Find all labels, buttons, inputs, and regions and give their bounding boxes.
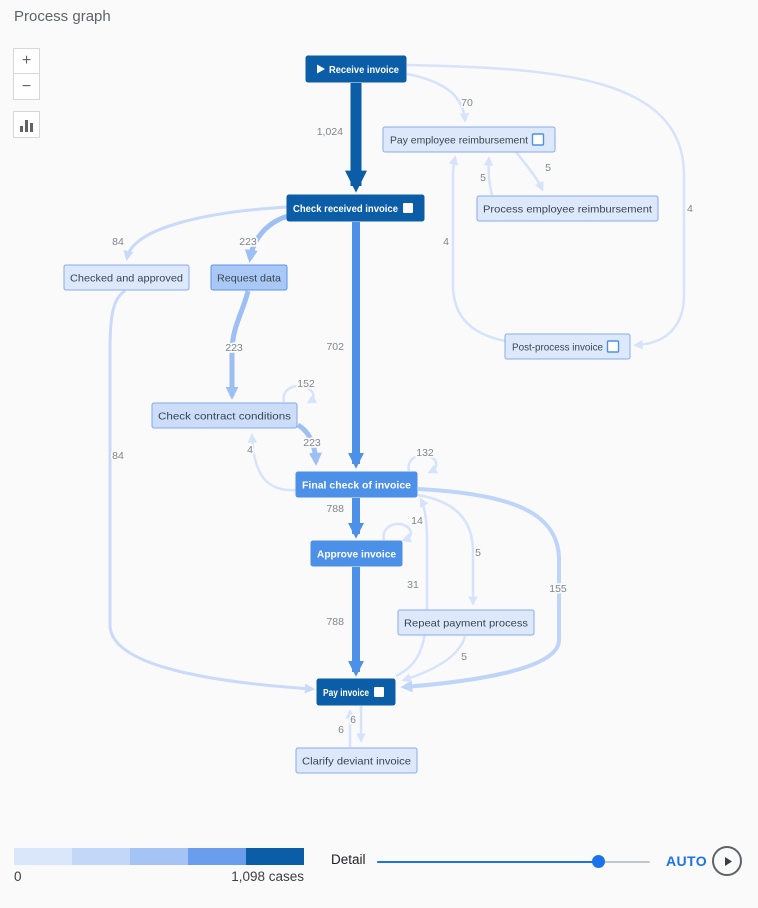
edge-label-check-received-invoice-to-checked-and-approved: 84 [112,236,124,248]
edge-label-final-check-of-invoice-to-final-check-of-invoice: 132 [416,447,434,459]
edge-label-post-process-invoice-to-pay-employee-reimbursement: 4 [443,236,449,248]
edge-label-receive-invoice-to-post-process-invoice: 4 [687,203,693,215]
detail-slider-fill [377,860,599,863]
edge-receive-invoice-to-pay-employee-reimbursement[interactable] [406,72,470,123]
edge-pay-invoice-to-final-check-of-invoice[interactable] [395,497,429,678]
detail-slider-handle[interactable] [591,855,605,868]
node-label: Pay invoice [323,687,369,699]
edge-check-received-invoice-to-request-data[interactable] [244,213,289,263]
checked-and-approved[interactable]: Checked and approved [63,264,190,291]
node-label: Pay employee reimbursement [390,134,528,146]
edge-label-process-employee-reimbursement-to-pay-employee-reimbursement: 5 [480,172,486,184]
process-canvas: 1,024 702 788 788 70 4 5 5 4 84 223 223 152 223 4 132 14… [63,55,695,774]
legend-swatch-4 [188,848,246,865]
receive-invoice[interactable]: Receive invoice [305,55,407,83]
play-animation-button[interactable] [712,846,742,876]
zoom-controls: + − [13,48,40,100]
edge-final-check-of-invoice-to-final-check-of-invoice[interactable] [407,453,439,474]
play-start-icon [317,64,325,74]
frequency-legend-labels: 0 1,098 cases [14,869,304,884]
legend-min-label: 0 [14,869,22,884]
legend-swatch-3 [130,848,188,865]
legend-swatch-1 [14,848,72,865]
node-label: Post-process invoice [512,341,603,353]
play-icon [724,856,732,866]
zoom-in-button[interactable]: + [13,48,40,74]
check-received-invoice[interactable]: Check received invoice [286,194,425,222]
pay-employee-reimbursement[interactable]: Pay employee reimbursement [382,126,556,153]
checkbox-checked-icon[interactable] [374,687,384,697]
node-label: Request data [217,272,281,284]
node-label: Check received invoice [293,203,398,215]
node-label: Repeat payment process [404,617,528,629]
checkbox-checked-icon[interactable] [403,203,413,213]
node-label: Checked and approved [70,272,183,284]
legend-max-label: 1,098 cases [231,869,304,884]
process-employee-reimbursement[interactable]: Process employee reimbursement [476,195,659,222]
edge-final-check-of-invoice-to-check-contract-conditions[interactable] [247,433,298,492]
node-label: Process employee reimbursement [483,203,652,215]
edge-pay-employee-reimbursement-to-process-employee-reimbursement[interactable] [515,151,544,192]
node-label: Final check of invoice [302,479,411,491]
edge-request-data-to-check-contract-conditions[interactable] [225,290,251,400]
edge-approve-invoice-to-approve-invoice[interactable] [382,522,412,543]
edge-label-check-contract-conditions-to-final-check-of-invoice: 223 [303,437,321,449]
pay-invoice[interactable]: Pay invoice [316,678,396,706]
post-process-invoice[interactable]: Post-process invoice [504,333,631,360]
clarify-deviant-invoice[interactable]: Clarify deviant invoice [295,747,418,774]
edge-label-pay-employee-reimbursement-to-process-employee-reimbursement: 5 [545,162,551,174]
page-title: Process graph [14,8,111,25]
edge-label-repeat-payment-process-to-pay-invoice: 5 [461,651,467,663]
edge-check-contract-conditions-to-final-check-of-invoice[interactable] [296,422,322,466]
node-label: Check contract conditions [158,410,291,422]
auto-label: AUTO [666,853,708,869]
legend-swatch-5 [246,848,304,865]
minus-icon: − [21,77,32,95]
edge-label-check-received-invoice-to-final-check-of-invoice: 702 [326,341,344,353]
edge-final-check-of-invoice-to-repeat-payment-process[interactable] [417,493,478,606]
chart-overlay-button[interactable] [13,111,40,138]
repeat-payment-process[interactable]: Repeat payment process [397,609,535,636]
detail-slider-label: Detail [331,852,366,867]
legend-swatch-2 [72,848,130,865]
edge-label-final-check-of-invoice-to-repeat-payment-process: 5 [475,547,481,559]
detail-slider[interactable] [377,855,650,868]
edge-label-pay-invoice-to-final-check-of-invoice: 31 [407,579,419,591]
final-check-of-invoice[interactable]: Final check of invoice [295,471,418,498]
edge-label-clarify-deviant-invoice-to-pay-invoice: 6 [338,724,344,736]
checkbox-unchecked-icon[interactable] [531,133,545,146]
edge-label-approve-invoice-to-pay-invoice: 788 [326,616,344,628]
node-label: Receive invoice [329,64,399,76]
edge-label-approve-invoice-to-approve-invoice: 14 [411,515,423,527]
node-label: Clarify deviant invoice [302,755,411,767]
edge-final-check-of-invoice-to-pay-invoice[interactable] [400,487,561,693]
edge-checked-and-approved-to-pay-invoice[interactable] [108,289,316,694]
edge-label-check-received-invoice-to-request-data: 223 [239,236,257,248]
node-label: Approve invoice [317,548,396,560]
request-data[interactable]: Request data [210,264,288,291]
zoom-out-button[interactable]: − [13,74,40,100]
checkbox-unchecked-icon[interactable] [606,340,620,353]
bar-chart-icon [20,120,33,132]
edge-process-employee-reimbursement-to-pay-employee-reimbursement[interactable] [483,156,494,196]
edge-label-checked-and-approved-to-pay-invoice: 84 [112,450,124,462]
edge-check-received-invoice-to-checked-and-approved[interactable] [123,205,288,261]
frequency-legend-bar [14,848,304,865]
edge-label-receive-invoice-to-pay-employee-reimbursement: 70 [461,97,473,109]
edge-post-process-invoice-to-pay-employee-reimbursement[interactable] [448,155,507,343]
plus-icon: + [21,52,32,69]
check-contract-conditions[interactable]: Check contract conditions [151,402,298,429]
edge-label-request-data-to-check-contract-conditions: 223 [225,342,243,354]
edge-check-contract-conditions-to-check-contract-conditions[interactable] [282,384,318,404]
edge-receive-invoice-to-post-process-invoice[interactable] [406,63,686,350]
edge-label-final-check-of-invoice-to-check-contract-conditions: 4 [247,444,253,456]
edge-label-final-check-of-invoice-to-approve-invoice: 788 [326,503,344,515]
edge-label-receive-invoice-to-check-received-invoice: 1,024 [317,126,343,138]
edge-repeat-payment-process-to-pay-invoice[interactable] [401,635,467,683]
edge-label-final-check-of-invoice-to-pay-invoice: 155 [549,583,567,595]
edge-label-check-contract-conditions-to-check-contract-conditions: 152 [297,378,315,390]
edge-label-pay-invoice-to-clarify-deviant-invoice: 6 [350,714,356,726]
approve-invoice[interactable]: Approve invoice [310,540,403,567]
